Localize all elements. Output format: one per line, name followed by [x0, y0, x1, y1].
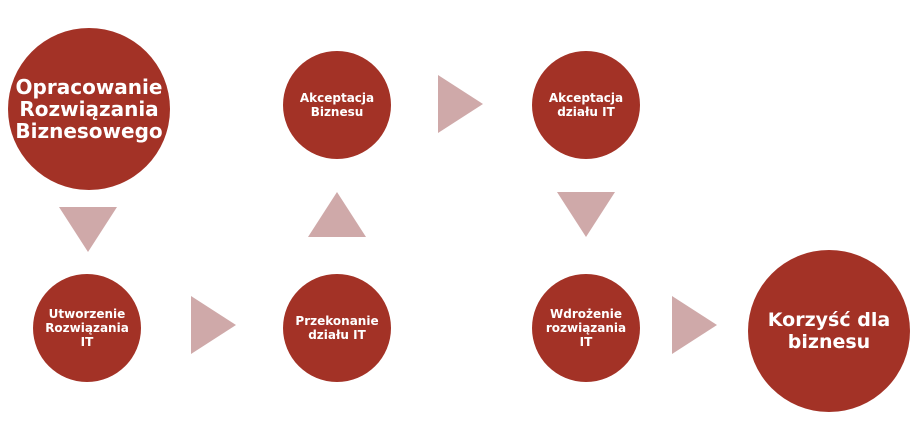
node-opracowanie-rozwiazania-biznesowego: Opracowanie Rozwiązania Biznesowego	[8, 28, 170, 190]
node-label: Przekonanie działu IT	[295, 314, 379, 342]
arrow-right-icon	[191, 296, 236, 354]
node-akceptacja-biznesu: Akceptacja Biznesu	[283, 51, 391, 159]
node-wdrozenie-rozwiazania-it: Wdrożenie rozwiązania IT	[532, 274, 640, 382]
node-label: Utworzenie Rozwiązania IT	[45, 307, 129, 349]
node-akceptacja-dzialu-it: Akceptacja działu IT	[532, 51, 640, 159]
node-label: Wdrożenie rozwiązania IT	[545, 307, 627, 349]
node-label: Akceptacja Biznesu	[299, 91, 375, 119]
arrow-right-icon	[438, 75, 483, 133]
node-label: Korzyść dla biznesu	[767, 309, 891, 353]
arrow-right-icon	[672, 296, 717, 354]
arrow-down-icon	[59, 207, 117, 252]
node-przekonanie-dzialu-it: Przekonanie działu IT	[283, 274, 391, 382]
node-label: Akceptacja działu IT	[548, 91, 624, 119]
arrow-up-icon	[308, 192, 366, 237]
arrow-down-icon	[557, 192, 615, 237]
node-label: Opracowanie Rozwiązania Biznesowego	[15, 75, 163, 143]
node-korzysc-dla-biznesu: Korzyść dla biznesu	[748, 250, 910, 412]
node-utworzenie-rozwiazania-it: Utworzenie Rozwiązania IT	[33, 274, 141, 382]
